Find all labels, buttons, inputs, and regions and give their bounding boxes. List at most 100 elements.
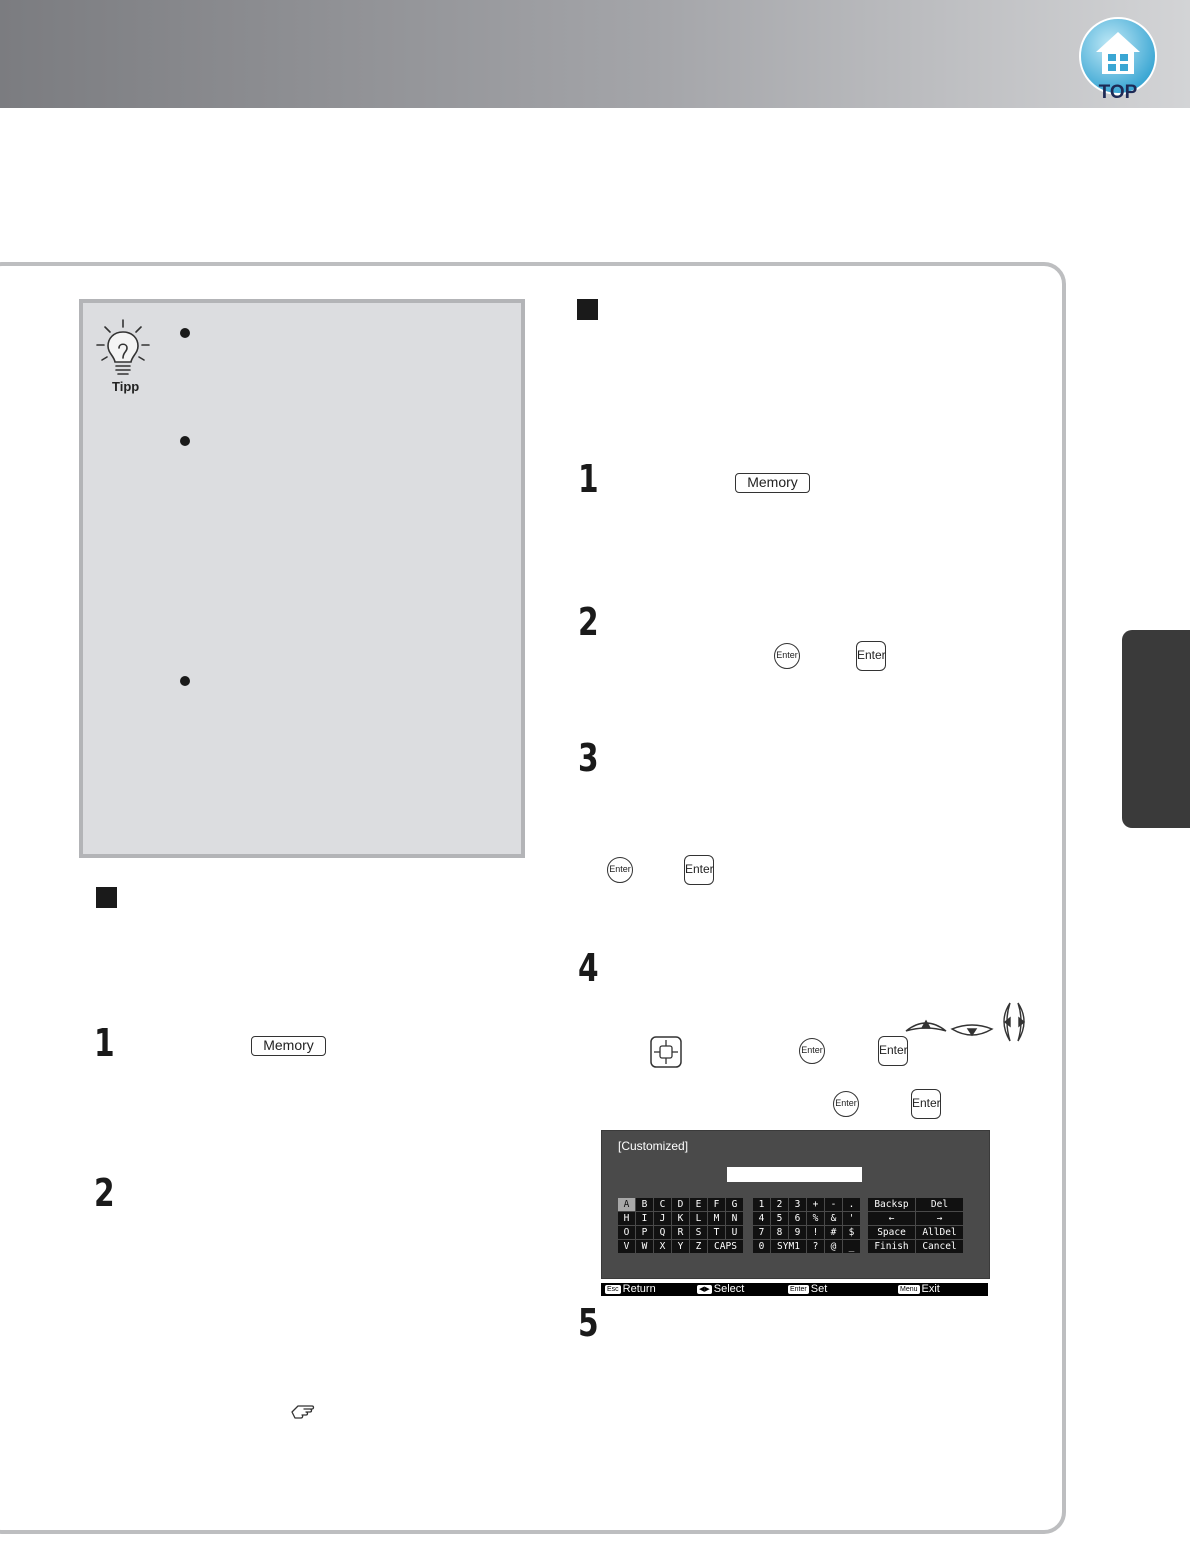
enter-square-key: Enter [856,641,886,671]
osd-key[interactable]: V [618,1240,635,1253]
osd-key-caps[interactable]: CAPS [708,1240,743,1253]
osd-key[interactable]: T [708,1226,725,1239]
osd-key[interactable]: 6 [789,1212,806,1225]
osd-key[interactable]: Y [672,1240,689,1253]
enter-round-key-step4a: Enter [799,1038,825,1064]
osd-key[interactable]: 5 [771,1212,788,1225]
osd-key[interactable]: K [672,1212,689,1225]
arrow-keys-icon [905,1002,1026,1042]
osd-key[interactable]: 3 [789,1198,806,1211]
osd-key[interactable]: & [825,1212,842,1225]
osd-key[interactable]: E [690,1198,707,1211]
right-step-3: 3 [578,736,599,780]
tip-label: Tipp [112,379,140,394]
top-label: TOP [1098,82,1138,103]
enter-round-key-step3: Enter [607,857,633,883]
osd-key[interactable]: N [726,1212,743,1225]
osd-letter-keys: A B C D E F G H I J K L M N O P Q R S T … [617,1197,744,1254]
osd-key[interactable]: B [636,1198,653,1211]
osd-key[interactable]: 0 [753,1240,770,1253]
tip-box [79,299,525,858]
osd-key[interactable]: % [807,1212,824,1225]
osd-key-backspace[interactable]: Backsp [868,1198,915,1211]
tip-bullet-2 [180,436,190,446]
memory-key-right: Memory [735,473,810,493]
osd-key[interactable]: 1 [753,1198,770,1211]
osd-key-cursor-left[interactable]: ← [868,1212,915,1225]
osd-key[interactable]: J [654,1212,671,1225]
left-step-2: 2 [94,1171,115,1215]
osd-key[interactable]: D [672,1198,689,1211]
osd-key[interactable]: 8 [771,1226,788,1239]
osd-key[interactable]: A [618,1198,635,1211]
osd-key[interactable]: C [654,1198,671,1211]
osd-key[interactable]: P [636,1226,653,1239]
tip-bullet-3 [180,676,190,686]
osd-key[interactable]: # [825,1226,842,1239]
osd-key[interactable]: 4 [753,1212,770,1225]
osd-key-cursor-right[interactable]: → [916,1212,963,1225]
osd-key[interactable]: - [825,1198,842,1211]
osd-key[interactable]: Q [654,1226,671,1239]
lightbulb-icon [96,319,150,375]
osd-key[interactable]: L [690,1212,707,1225]
osd-key[interactable]: M [708,1212,725,1225]
section-marker-right [577,299,598,320]
osd-customized-screen: [Customized] A B C D E F G H I J K L M N… [601,1130,990,1279]
osd-key[interactable]: 9 [789,1226,806,1239]
osd-key[interactable]: ? [807,1240,824,1253]
osd-key[interactable]: H [618,1212,635,1225]
section-marker-left [96,887,117,908]
osd-key-sym1[interactable]: SYM1 [771,1240,806,1253]
osd-title: [Customized] [618,1139,689,1153]
osd-key[interactable]: @ [825,1240,842,1253]
osd-symbol-keys: 1 2 3 + - . 4 5 6 % & ' 7 8 9 ! # $ 0 SY… [752,1197,861,1254]
osd-key[interactable]: $ [843,1226,860,1239]
right-step-1: 1 [578,457,599,501]
enter-square-key-step4b: Enter [911,1089,941,1119]
osd-key[interactable]: 2 [771,1198,788,1211]
hand-pointer-icon [291,1405,315,1419]
osd-key-delete[interactable]: Del [916,1198,963,1211]
osd-key[interactable]: _ [843,1240,860,1253]
osd-key[interactable]: ! [807,1226,824,1239]
osd-key-finish[interactable]: Finish [868,1240,915,1253]
osd-key[interactable]: W [636,1240,653,1253]
osd-key[interactable]: S [690,1226,707,1239]
enter-round-key-step4b: Enter [833,1091,859,1117]
osd-key[interactable]: ' [843,1212,860,1225]
joystick-key-icon [650,1036,682,1068]
osd-name-input[interactable] [727,1167,862,1182]
osd-key[interactable]: G [726,1198,743,1211]
enter-square-key-step3: Enter [684,855,714,885]
osd-command-keys: Backsp Del ← → Space AllDel Finish Cance… [867,1197,964,1254]
chapter-side-tab[interactable] [1122,630,1190,828]
content-frame [0,262,1066,1534]
right-step-2: 2 [578,600,599,644]
osd-key[interactable]: O [618,1226,635,1239]
osd-key[interactable]: I [636,1212,653,1225]
guide-select: ◀▶Select [697,1283,745,1295]
osd-key-alldel[interactable]: AllDel [916,1226,963,1239]
osd-key[interactable]: U [726,1226,743,1239]
top-button[interactable]: TOP [1078,16,1158,103]
osd-key-cancel[interactable]: Cancel [916,1240,963,1253]
enter-round-key: Enter [774,643,800,669]
tip-bullet-1 [180,328,190,338]
osd-key[interactable]: + [807,1198,824,1211]
osd-key[interactable]: R [672,1226,689,1239]
right-step-5: 5 [578,1301,599,1345]
osd-key[interactable]: X [654,1240,671,1253]
osd-key[interactable]: 7 [753,1226,770,1239]
right-step-4: 4 [578,946,599,990]
osd-key[interactable]: Z [690,1240,707,1253]
osd-key[interactable]: . [843,1198,860,1211]
osd-key-space[interactable]: Space [868,1226,915,1239]
osd-key[interactable]: F [708,1198,725,1211]
memory-key: Memory [251,1036,326,1056]
home-icon [1079,17,1157,95]
